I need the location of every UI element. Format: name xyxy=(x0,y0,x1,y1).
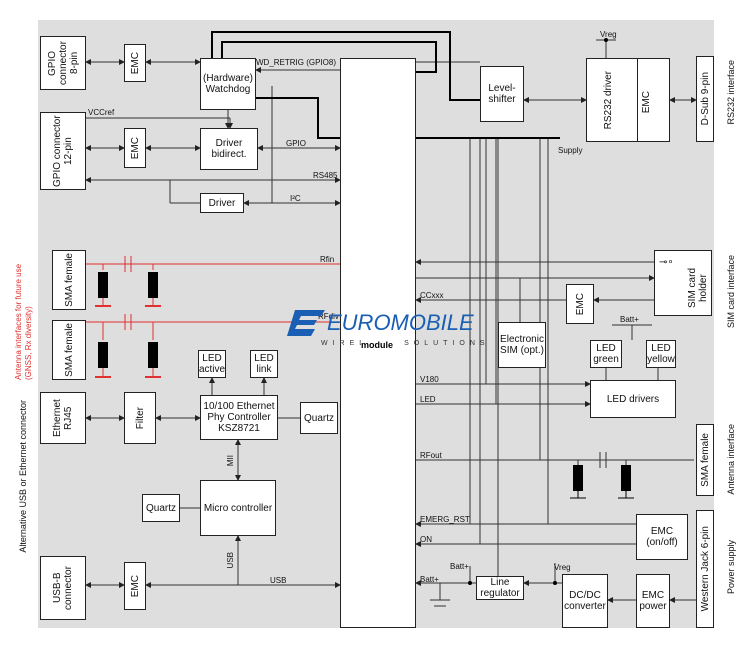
emerg-rst-label: EMERG_RST xyxy=(420,515,470,524)
antenna-interface-label: Antenna interface xyxy=(726,424,736,495)
logo-brand-text: EUROMOBILE xyxy=(327,310,474,335)
emc-usb: EMC xyxy=(124,562,146,610)
supply-label: Supply xyxy=(558,146,583,155)
quartz-micro: Quartz xyxy=(142,494,180,522)
level-shifter: Level-shifter xyxy=(480,66,524,122)
led-yellow-block: LED yellow xyxy=(646,340,676,368)
rfout-filter-2 xyxy=(621,465,631,491)
rfdiv-label: RFdiv xyxy=(318,312,339,321)
usb-vertical-label: USB xyxy=(226,552,235,569)
led-green-block: LED green xyxy=(590,340,622,368)
alt-usb-ethernet-label: Alternative USB or Ethernet connector xyxy=(18,400,28,553)
ethernet-phy-controller: 10/100 Ethernet Phy Controller KSZ8721 xyxy=(200,395,278,440)
micro-controller: Micro controller xyxy=(200,480,276,536)
led-label: LED xyxy=(420,395,436,404)
rs232-divider xyxy=(637,59,638,141)
gpio-label: GPIO xyxy=(286,139,307,148)
emc-sim: EMC xyxy=(566,284,594,324)
led-link-block: LED link xyxy=(250,350,278,378)
logo-tagline: WIRELESS SOLUTIONS xyxy=(321,340,490,347)
rs485-label: RS485 xyxy=(313,171,338,180)
sim-card-interface-label: SIM card interface xyxy=(726,255,736,329)
vccref-label: VCCref xyxy=(88,108,115,117)
gpio-8pin-connector: GPIO connector 8-pin xyxy=(40,36,86,90)
mii-label: MII xyxy=(226,455,235,467)
led-drivers-block: LED drivers xyxy=(590,380,676,418)
ethernet-rj45: Ethernet RJ45 xyxy=(40,392,86,444)
usb-label: USB xyxy=(270,576,287,585)
batt-plus-led-label: Batt+ xyxy=(620,315,639,324)
emc-gpio12: EMC xyxy=(124,128,146,168)
ccxxx-label: CCxxx xyxy=(420,291,444,300)
rfout-filter-1 xyxy=(573,465,583,491)
emc-on-off: EMC (on/off) xyxy=(636,514,688,560)
antenna-filter-2 xyxy=(148,272,158,298)
wd-retrig-label: WD_RETRIG (GPIO8) xyxy=(256,58,337,67)
watchdog-block: (Hardware) Watchdog xyxy=(200,58,256,110)
sim-card-holder: ⊸∘ SIM card holder xyxy=(654,250,712,316)
vreg-bottom-label: Vreg xyxy=(554,563,571,572)
antenna-interfaces-label: Antenna interfaces for future use (GNSS,… xyxy=(14,263,33,380)
driver-block: Driver xyxy=(200,193,244,213)
module-label: module xyxy=(361,340,394,350)
vreg-top-label: Vreg xyxy=(600,30,617,39)
logo-emblem-icon xyxy=(287,310,325,336)
western-jack: Western Jack 6-pin xyxy=(696,510,714,628)
batt-plus-left-label: Batt+ xyxy=(420,575,439,584)
quartz-phy: Quartz xyxy=(300,402,338,434)
dcdc-converter: DC/DC converter xyxy=(562,574,608,628)
rfout-label: RFout xyxy=(420,451,442,460)
sma-female-out: SMA female xyxy=(696,424,714,496)
v180-label: V180 xyxy=(420,375,439,384)
antenna-filter-1 xyxy=(98,272,108,298)
gpio-12pin-connector: GPIO connector 12-pin xyxy=(40,112,86,190)
led-active-block: LED active xyxy=(198,350,226,378)
rs232-driver-block: RS232 driver EMC xyxy=(586,58,670,142)
emc-gpio8: EMC xyxy=(124,44,146,82)
rs232-interface-label: RS232 interface xyxy=(726,60,736,125)
sma-female-2: SMA female xyxy=(52,320,86,380)
line-regulator: Line regulator xyxy=(476,576,524,600)
antenna-filter-3 xyxy=(98,342,108,368)
driver-bidirect-block: Driver bidirect. xyxy=(200,128,258,170)
switch-icon: ⊸∘ xyxy=(659,257,674,268)
sma-female-1: SMA female xyxy=(52,250,86,310)
antenna-filter-4 xyxy=(148,342,158,368)
electronic-sim: Electronic SIM (opt.) xyxy=(498,322,546,368)
euromobile-logo: EUROMOBILE WIRELESS SOLUTIONS module xyxy=(283,306,485,356)
batt-plus-reg-label: Batt+ xyxy=(450,562,469,571)
on-label: ON xyxy=(420,535,432,544)
dsub-9pin: D-Sub 9-pin xyxy=(696,56,714,142)
filter-block: Filter xyxy=(124,392,156,444)
emc-power: EMC power xyxy=(636,574,670,628)
i2c-label: I²C xyxy=(290,194,301,203)
power-supply-label: Power supply xyxy=(726,540,736,595)
usb-b-connector: USB-B connector xyxy=(40,556,86,620)
rfin-label: Rfin xyxy=(320,255,335,264)
